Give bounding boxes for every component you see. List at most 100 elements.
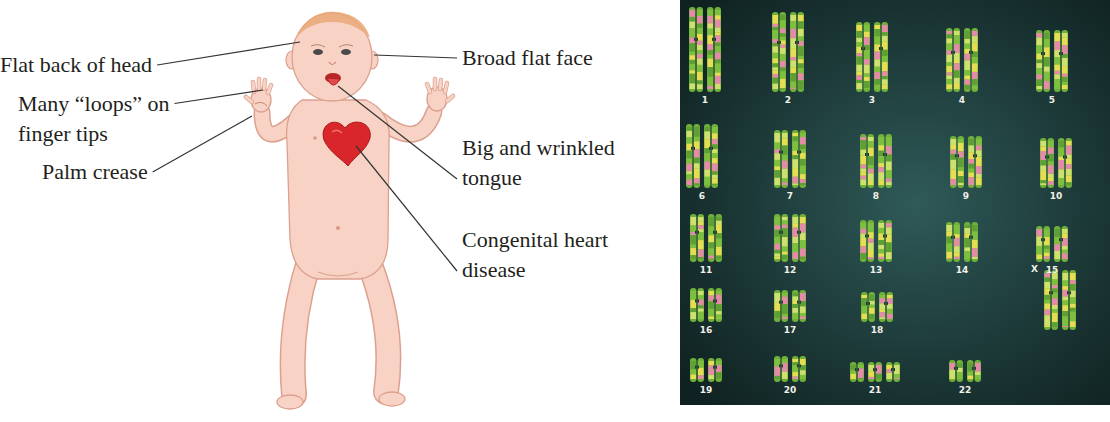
chromosome-number: 4 <box>959 95 965 106</box>
chromosome-number: 1 <box>702 95 708 106</box>
chromosome-number: 18 <box>871 325 884 336</box>
chromosome-number: 22 <box>959 385 972 396</box>
nose <box>329 62 336 65</box>
chromatid <box>972 222 979 262</box>
heart-highlight <box>332 130 342 133</box>
chromatid <box>869 292 876 322</box>
chromosome-number: 21 <box>869 385 882 396</box>
chromatid <box>964 222 971 262</box>
chromosome-number: 14 <box>956 265 969 276</box>
chromatid <box>975 360 982 382</box>
chromatid <box>697 7 704 92</box>
chromatid <box>798 12 805 92</box>
chromatid <box>950 136 957 188</box>
chromosome-number: 3 <box>869 95 875 106</box>
chromatid <box>967 360 974 382</box>
feature-label: Flat back of head <box>0 50 152 80</box>
chromatid <box>1070 270 1077 330</box>
chromosome-number: 7 <box>787 191 793 202</box>
chromatid <box>716 214 723 262</box>
chromosome-number: 16 <box>700 325 713 336</box>
chromosome-number: 19 <box>700 385 713 396</box>
eye <box>313 49 323 55</box>
chromatid <box>690 358 697 382</box>
chromatid <box>782 214 789 262</box>
hand <box>427 79 453 111</box>
chromatid <box>860 134 867 188</box>
chromatid <box>774 214 781 262</box>
chromatid <box>792 214 799 262</box>
chromatid <box>694 124 701 188</box>
foot <box>277 395 303 409</box>
chromatid <box>887 292 894 322</box>
chromatid <box>698 214 705 262</box>
chromatid <box>790 12 797 92</box>
chromatid <box>800 130 807 188</box>
leg <box>293 265 308 395</box>
chromatid <box>708 214 715 262</box>
chromatid <box>946 28 953 92</box>
chromatid <box>874 22 881 92</box>
chromosome-number: 12 <box>784 265 797 276</box>
chromatid <box>958 136 965 188</box>
chromatid <box>1036 30 1043 92</box>
chromosome-number: 10 <box>1050 191 1063 202</box>
chromatid <box>772 12 779 92</box>
chromatid <box>708 358 715 382</box>
chromatid <box>1062 30 1069 92</box>
chromatid <box>1044 30 1051 92</box>
chromatid <box>864 22 871 92</box>
chromatid <box>1058 138 1065 188</box>
chromatid <box>792 130 799 188</box>
hair <box>296 12 370 38</box>
chromosome-number: 9 <box>963 191 969 202</box>
chromatid <box>868 362 875 382</box>
chromatid <box>1044 270 1051 330</box>
feature-label: Many “loops” on finger tips <box>18 89 196 149</box>
chromatid <box>968 136 975 188</box>
chromatid <box>954 222 961 262</box>
chromosome-number: 11 <box>700 265 713 276</box>
chromatid <box>886 134 893 188</box>
chromosome-number: 17 <box>784 325 797 336</box>
chromatid <box>792 356 799 382</box>
chromatid <box>976 136 983 188</box>
leg <box>370 265 388 392</box>
foot <box>379 392 405 406</box>
chromatid <box>868 220 875 262</box>
chromatid <box>1052 270 1059 330</box>
chromatid <box>708 288 715 322</box>
chromatid <box>686 124 693 188</box>
chromatid <box>707 7 714 92</box>
leg <box>370 265 388 392</box>
chromatid <box>1062 270 1069 330</box>
chromatid <box>712 124 719 188</box>
chromatid <box>1062 226 1069 262</box>
chromatid <box>878 134 885 188</box>
chromatid <box>782 290 789 322</box>
leader-line <box>175 90 263 104</box>
chromosome-number: 8 <box>873 191 879 202</box>
chromatid <box>879 292 886 322</box>
chromatid <box>886 220 893 262</box>
chromatid <box>782 356 789 382</box>
chromatid <box>876 362 883 382</box>
tongue <box>327 78 340 85</box>
chromatid <box>868 134 875 188</box>
chromatid <box>690 214 697 262</box>
chromatid <box>800 214 807 262</box>
chromatid <box>861 292 868 322</box>
eye <box>341 49 351 55</box>
chromosome-number: 13 <box>870 265 883 276</box>
feature-label: Congenital heart disease <box>462 225 652 285</box>
chromosome-number: X <box>1031 264 1038 275</box>
chromatid <box>858 362 865 382</box>
hand <box>246 79 271 112</box>
chromosome-number: 20 <box>784 385 797 396</box>
chromatid <box>716 288 723 322</box>
leader-line <box>157 42 300 65</box>
chromatid <box>782 130 789 188</box>
chromosome-number: 2 <box>785 95 791 106</box>
chromatid <box>1036 226 1043 262</box>
chromatid <box>1054 226 1061 262</box>
